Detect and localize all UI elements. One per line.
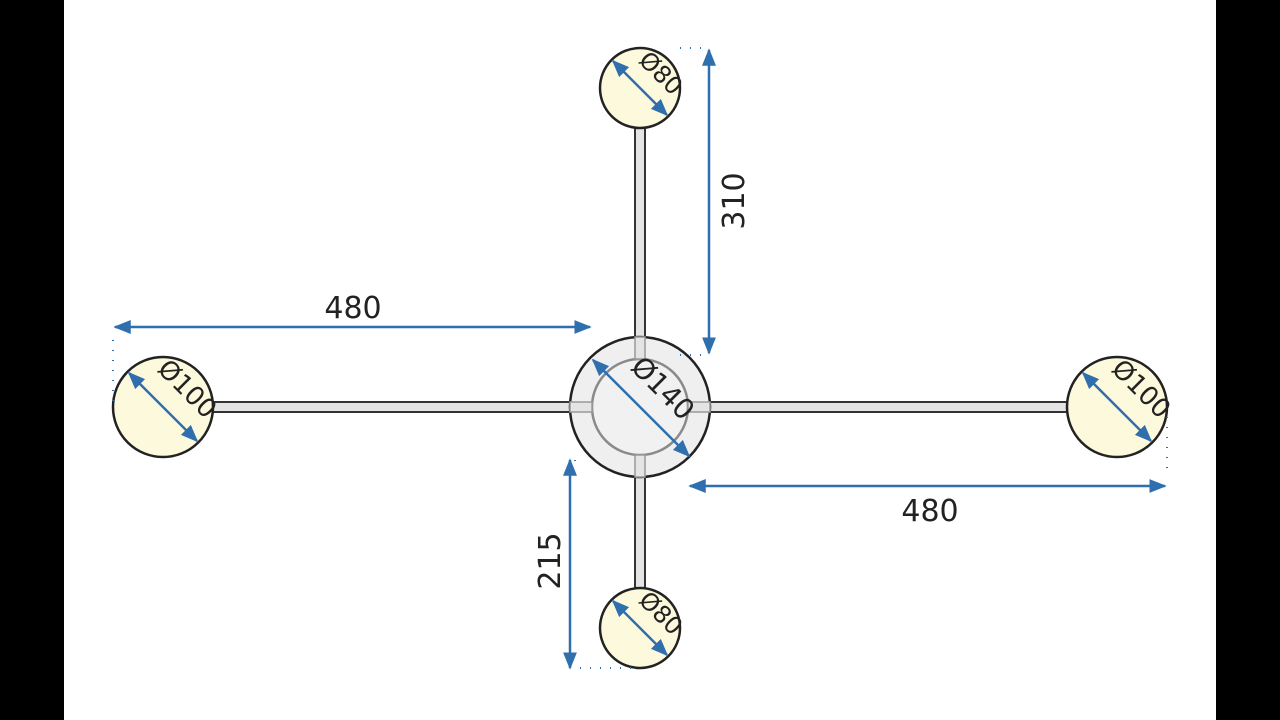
- label-arm-bottom: 215: [533, 532, 568, 589]
- label-arm-left: 480: [324, 291, 381, 326]
- dim-diam-canopy: [591, 358, 691, 458]
- label-arm-right: 480: [901, 494, 958, 529]
- dim-diam-left: [127, 371, 199, 443]
- label-arm-top: 310: [717, 172, 752, 229]
- extension-lines: [112, 47, 1168, 669]
- dim-diam-right: [1081, 371, 1153, 443]
- dim-diam-top: [611, 59, 669, 117]
- dim-diam-bottom: [611, 599, 669, 657]
